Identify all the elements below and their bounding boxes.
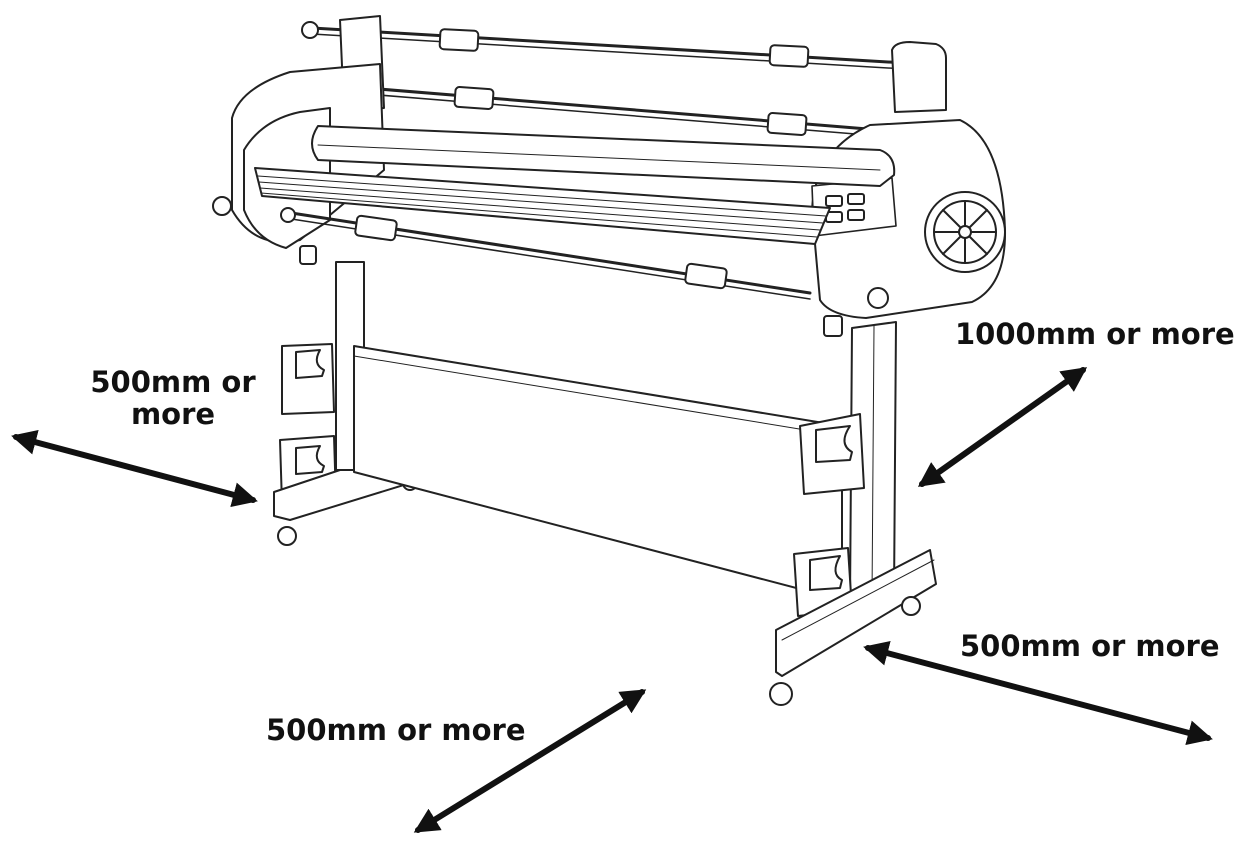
right-housing-icon	[811, 41, 1007, 337]
clearance-arrows	[11, 367, 1213, 833]
lower-shaft-icon	[280, 207, 812, 300]
main-roller-icon	[311, 125, 896, 187]
upper-shaft-icon	[301, 21, 907, 70]
back-clearance-arrow-icon	[917, 367, 1088, 487]
feed-tray-icon	[254, 167, 831, 245]
front-clearance-label: 500mm or more	[266, 713, 526, 747]
right-clearance-arrow-icon	[863, 640, 1213, 746]
right-clearance-label: 500mm or more	[960, 629, 1220, 663]
front-clearance-arrow-icon	[413, 689, 647, 833]
middle-shaft-icon	[340, 84, 882, 137]
left-clearance-label: 500mm or more	[90, 365, 256, 432]
stand-right-icon	[769, 321, 937, 706]
left-clearance-arrow-icon	[11, 430, 258, 507]
stand-panel-icon	[353, 345, 843, 601]
back-clearance-label: 1000mm or more	[955, 317, 1234, 351]
laminator-machine-icon	[212, 15, 1007, 706]
